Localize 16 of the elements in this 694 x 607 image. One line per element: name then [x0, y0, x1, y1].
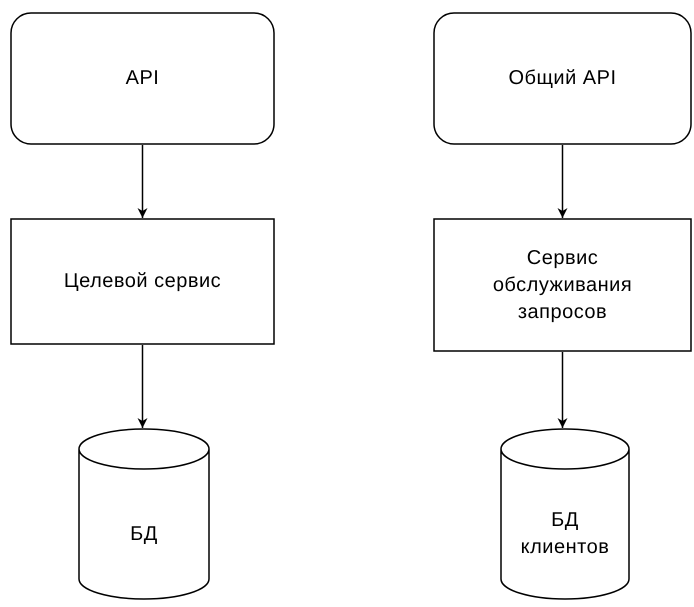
rounded-box: [10, 12, 275, 145]
arrow: [558, 145, 568, 218]
process-box: [433, 218, 692, 352]
process-box: [10, 218, 275, 345]
node-label: API: [124, 66, 160, 91]
arrow: [138, 145, 148, 218]
arrow: [558, 352, 568, 428]
node-label: БД: [129, 522, 159, 546]
node-label: БД клиентов: [520, 508, 610, 560]
rounded-box: [433, 12, 692, 145]
arrow: [138, 345, 148, 428]
database-cylinder: [500, 428, 630, 600]
node-label: Сервис обслуживания запросов: [492, 246, 634, 324]
database-cylinder: [78, 428, 210, 600]
node-label: Общий API: [507, 66, 618, 91]
node-label: Целевой сервис: [62, 269, 222, 294]
